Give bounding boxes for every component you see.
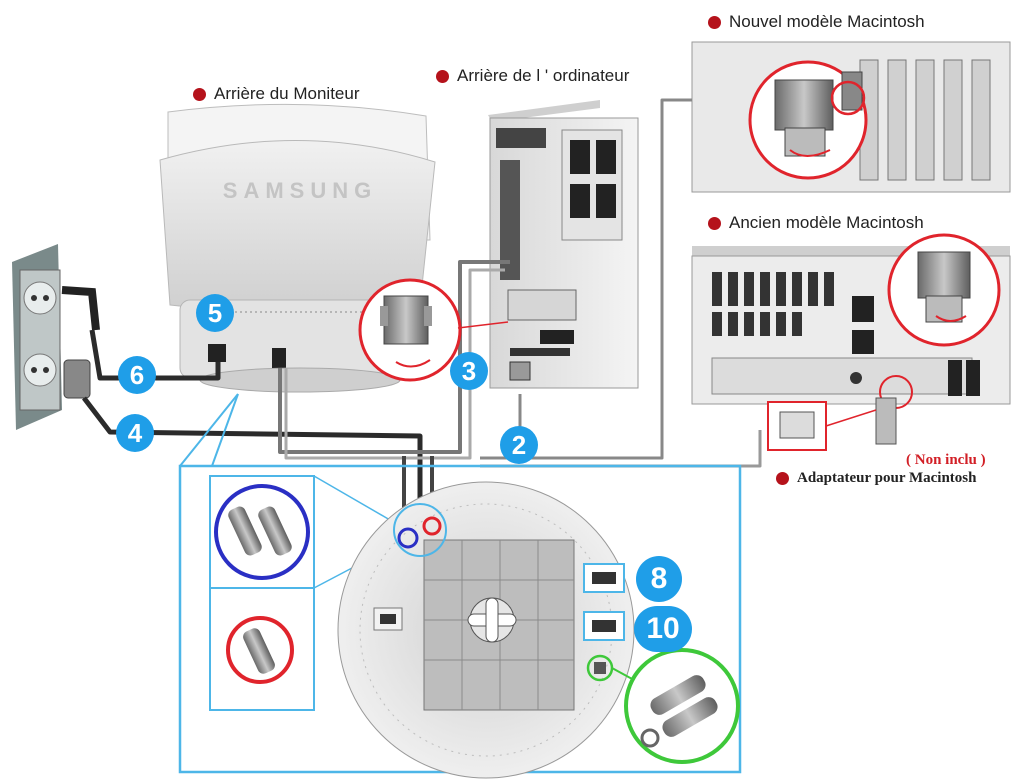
label-bullet-icon xyxy=(708,216,721,230)
callout-2: 2 xyxy=(500,426,538,464)
callout-4: 4 xyxy=(116,414,154,452)
label-monitor-back: Arrière du Moniteur xyxy=(193,84,360,104)
label-bullet-icon xyxy=(193,87,206,101)
label-not-included-text: ( Non inclu ) xyxy=(906,452,986,468)
label-new-mac: Nouvel modèle Macintosh xyxy=(708,12,925,32)
label-old-mac: Ancien modèle Macintosh xyxy=(708,213,924,233)
label-computer-back-text: Arrière de l ' ordinateur xyxy=(457,66,630,85)
label-bullet-icon xyxy=(776,472,789,485)
power-outlet-icon xyxy=(12,244,62,430)
label-new-mac-text: Nouvel modèle Macintosh xyxy=(729,12,925,31)
monitor-brand-text: SAMSUNG xyxy=(223,178,377,203)
label-monitor-back-text: Arrière du Moniteur xyxy=(214,84,360,103)
label-old-mac-text: Ancien modèle Macintosh xyxy=(729,213,924,232)
old-mac-back xyxy=(691,233,1011,409)
power-plug-icon xyxy=(61,286,100,399)
new-mac-back xyxy=(691,41,1011,193)
label-bullet-icon xyxy=(436,69,449,83)
vga-connector-icon xyxy=(358,278,509,382)
detail-panel xyxy=(178,393,742,779)
callout-5: 5 xyxy=(196,294,234,332)
label-mac-adapter: Adaptateur pour Macintosh xyxy=(776,470,976,487)
label-not-included: ( Non inclu ) xyxy=(906,452,986,469)
label-computer-back: Arrière de l ' ordinateur xyxy=(436,66,629,86)
callout-6: 6 xyxy=(118,356,156,394)
callout-8: 8 xyxy=(636,556,682,602)
mac-adapter-icon xyxy=(767,397,897,451)
callout-3: 3 xyxy=(450,352,488,390)
label-mac-adapter-text: Adaptateur pour Macintosh xyxy=(797,470,977,486)
callout-10: 10 xyxy=(634,606,692,652)
label-bullet-icon xyxy=(708,15,721,29)
pc-tower xyxy=(488,100,639,389)
monitor-back: SAMSUNG xyxy=(159,103,436,393)
